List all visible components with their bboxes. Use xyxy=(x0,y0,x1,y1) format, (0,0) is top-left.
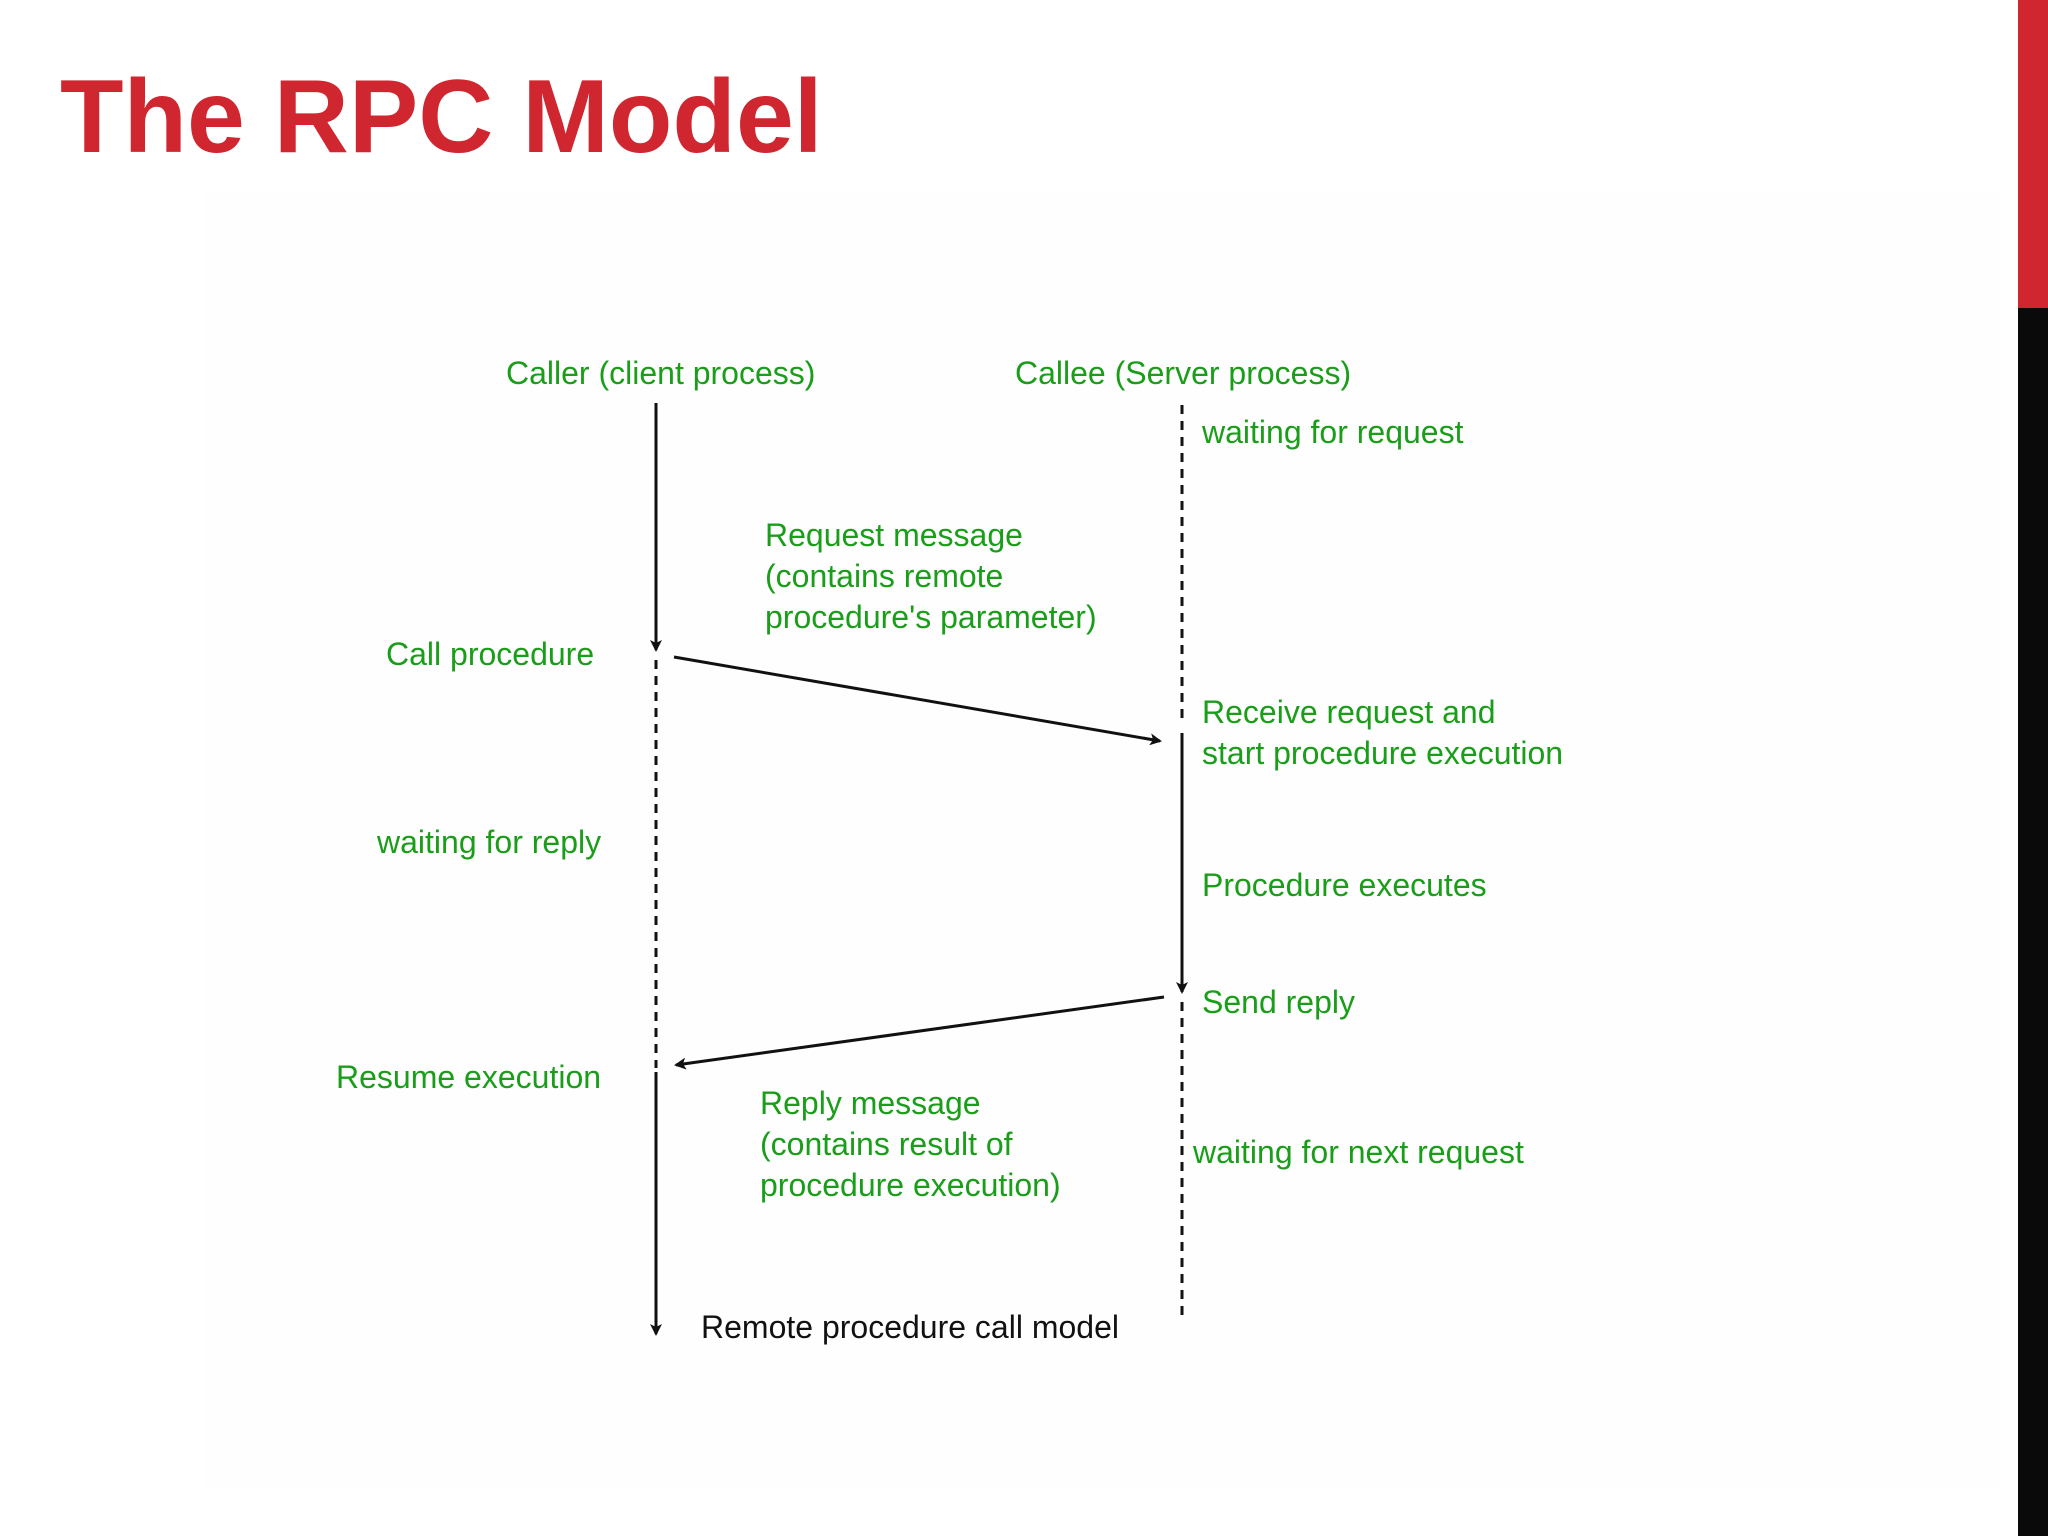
call-procedure-label: Call procedure xyxy=(386,636,594,672)
diagram-panel xyxy=(205,190,2000,1490)
client-header: Caller (client process) xyxy=(506,355,815,391)
procedure-executes-label: Procedure executes xyxy=(1202,867,1487,903)
reply-message-line-2: (contains result of xyxy=(760,1126,1013,1162)
reply-message-arrow xyxy=(674,995,1165,1070)
reply-message-line-3: procedure execution) xyxy=(760,1167,1061,1203)
accent-bar-red xyxy=(2018,0,2048,308)
reply-message-line-1: Reply message xyxy=(760,1085,981,1121)
server-header: Callee (Server process) xyxy=(1015,355,1351,391)
request-message-line-3: procedure's parameter) xyxy=(765,599,1097,635)
resume-execution-label: Resume execution xyxy=(336,1059,601,1095)
request-message-line-1: Request message xyxy=(765,517,1023,553)
request-message-arrow xyxy=(673,655,1162,746)
request-message-line-2: (contains remote xyxy=(765,558,1003,594)
server-waiting-request: waiting for request xyxy=(1201,414,1464,450)
client-waiting-reply: waiting for reply xyxy=(376,824,601,860)
receive-request-line-2: start procedure execution xyxy=(1202,735,1563,771)
send-reply-label: Send reply xyxy=(1202,984,1355,1020)
slide-title: The RPC Model xyxy=(60,59,823,175)
server-waiting-next: waiting for next request xyxy=(1192,1134,1524,1170)
diagram-caption: Remote procedure call model xyxy=(701,1309,1119,1345)
receive-request-line-1: Receive request and xyxy=(1202,694,1496,730)
accent-bar-black xyxy=(2018,308,2048,1536)
